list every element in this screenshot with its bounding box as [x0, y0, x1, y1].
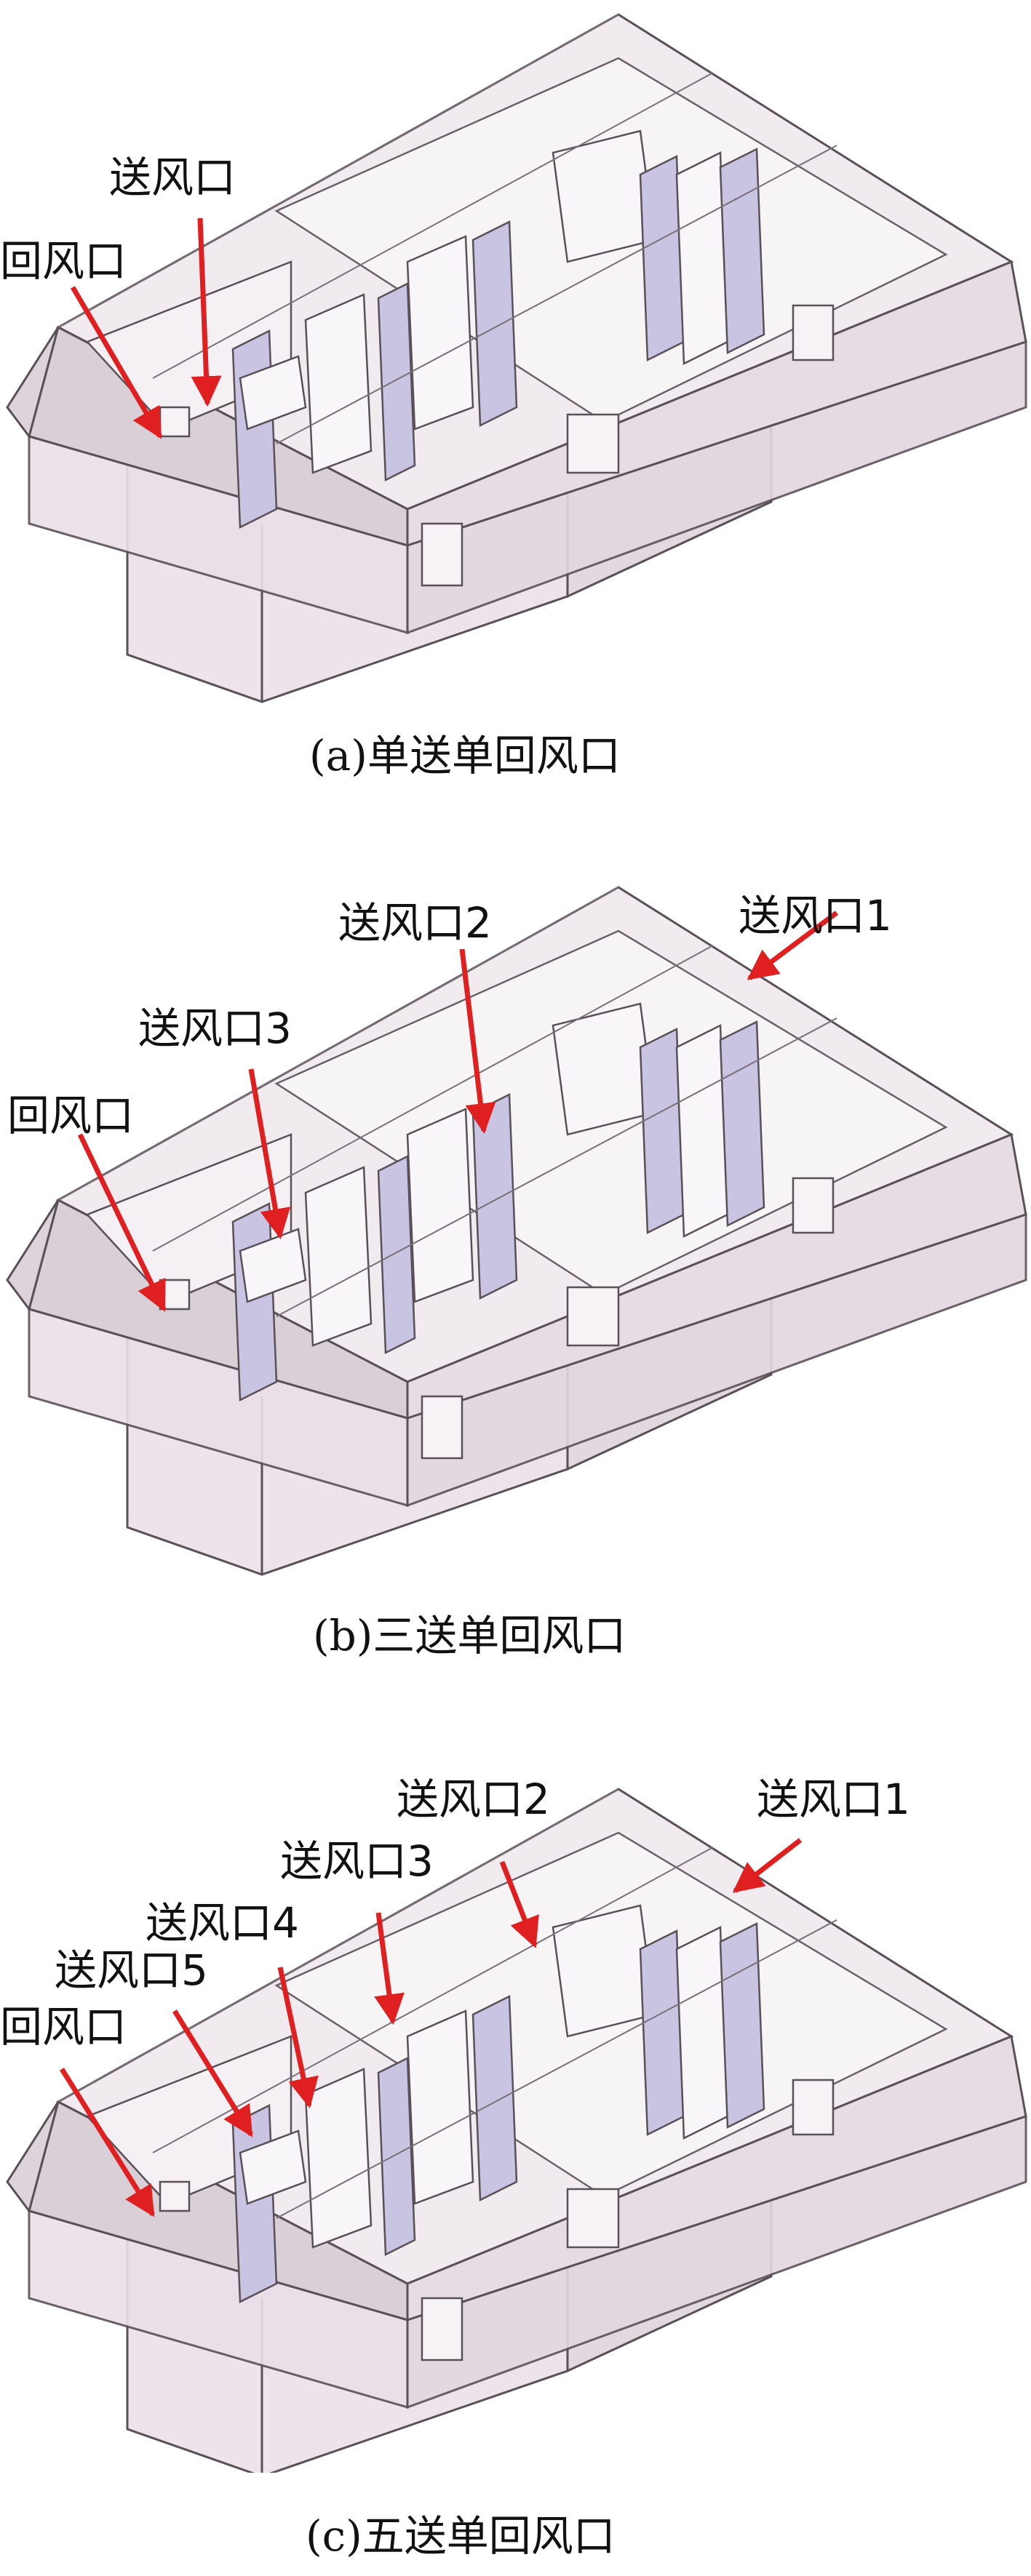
label-supply1-b: 送风口1: [739, 891, 892, 940]
arrow-supply4-c: [277, 1967, 319, 2109]
label-return-c: 回风口: [0, 2002, 127, 2052]
arrow-return-a: [70, 286, 163, 439]
vehicle-diagram-c: [6, 1788, 1027, 2473]
label-return-b: 回风口: [7, 1091, 135, 1140]
arrow-supply1-c: [732, 1838, 803, 1893]
arrow-supply5-c: [172, 2009, 253, 2137]
label-supply2-b: 送风口2: [338, 898, 492, 948]
arrow-supply1-b: [747, 911, 839, 980]
label-return-a: 回风口: [0, 236, 127, 286]
label-supply5-c: 送风口5: [55, 1945, 208, 1995]
arrow-supply2-c: [499, 1860, 539, 1948]
arrow-supply-a: [191, 217, 222, 407]
arrow-supply3-b: [248, 1068, 291, 1240]
label-supply4-c: 送风口4: [146, 1898, 299, 1948]
arrow-return-b: [77, 1133, 167, 1312]
panel-a: 送风口 回风口 (a)单送单回风口: [0, 0, 1031, 800]
caption-b: (b)三送单回风口: [313, 1611, 626, 1660]
panel-c: 送风口1 送风口2 送风口3 送风口4 送风口5 回风口 (c)五送单回风口: [0, 1731, 1031, 2576]
vehicle-diagram-a: [6, 13, 1027, 703]
panel-b: 送风口1 送风口2 送风口3 回风口 (b)三送单回风口: [0, 844, 1031, 1673]
arrow-supply2-b: [459, 948, 496, 1135]
label-supply1-c: 送风口1: [757, 1775, 910, 1824]
label-supply3-c: 送风口3: [280, 1836, 434, 1886]
label-supply2-c: 送风口2: [397, 1775, 550, 1824]
arrow-supply3-c: [374, 1912, 405, 2025]
label-supply-a: 送风口: [109, 153, 236, 202]
arrow-return-c: [60, 2068, 155, 2217]
caption-c: (c)五送单回风口: [306, 2511, 616, 2561]
label-supply3-b: 送风口3: [138, 1004, 292, 1053]
vehicle-diagram-b: [6, 886, 1027, 1576]
caption-a: (a)单送单回风口: [309, 731, 621, 780]
